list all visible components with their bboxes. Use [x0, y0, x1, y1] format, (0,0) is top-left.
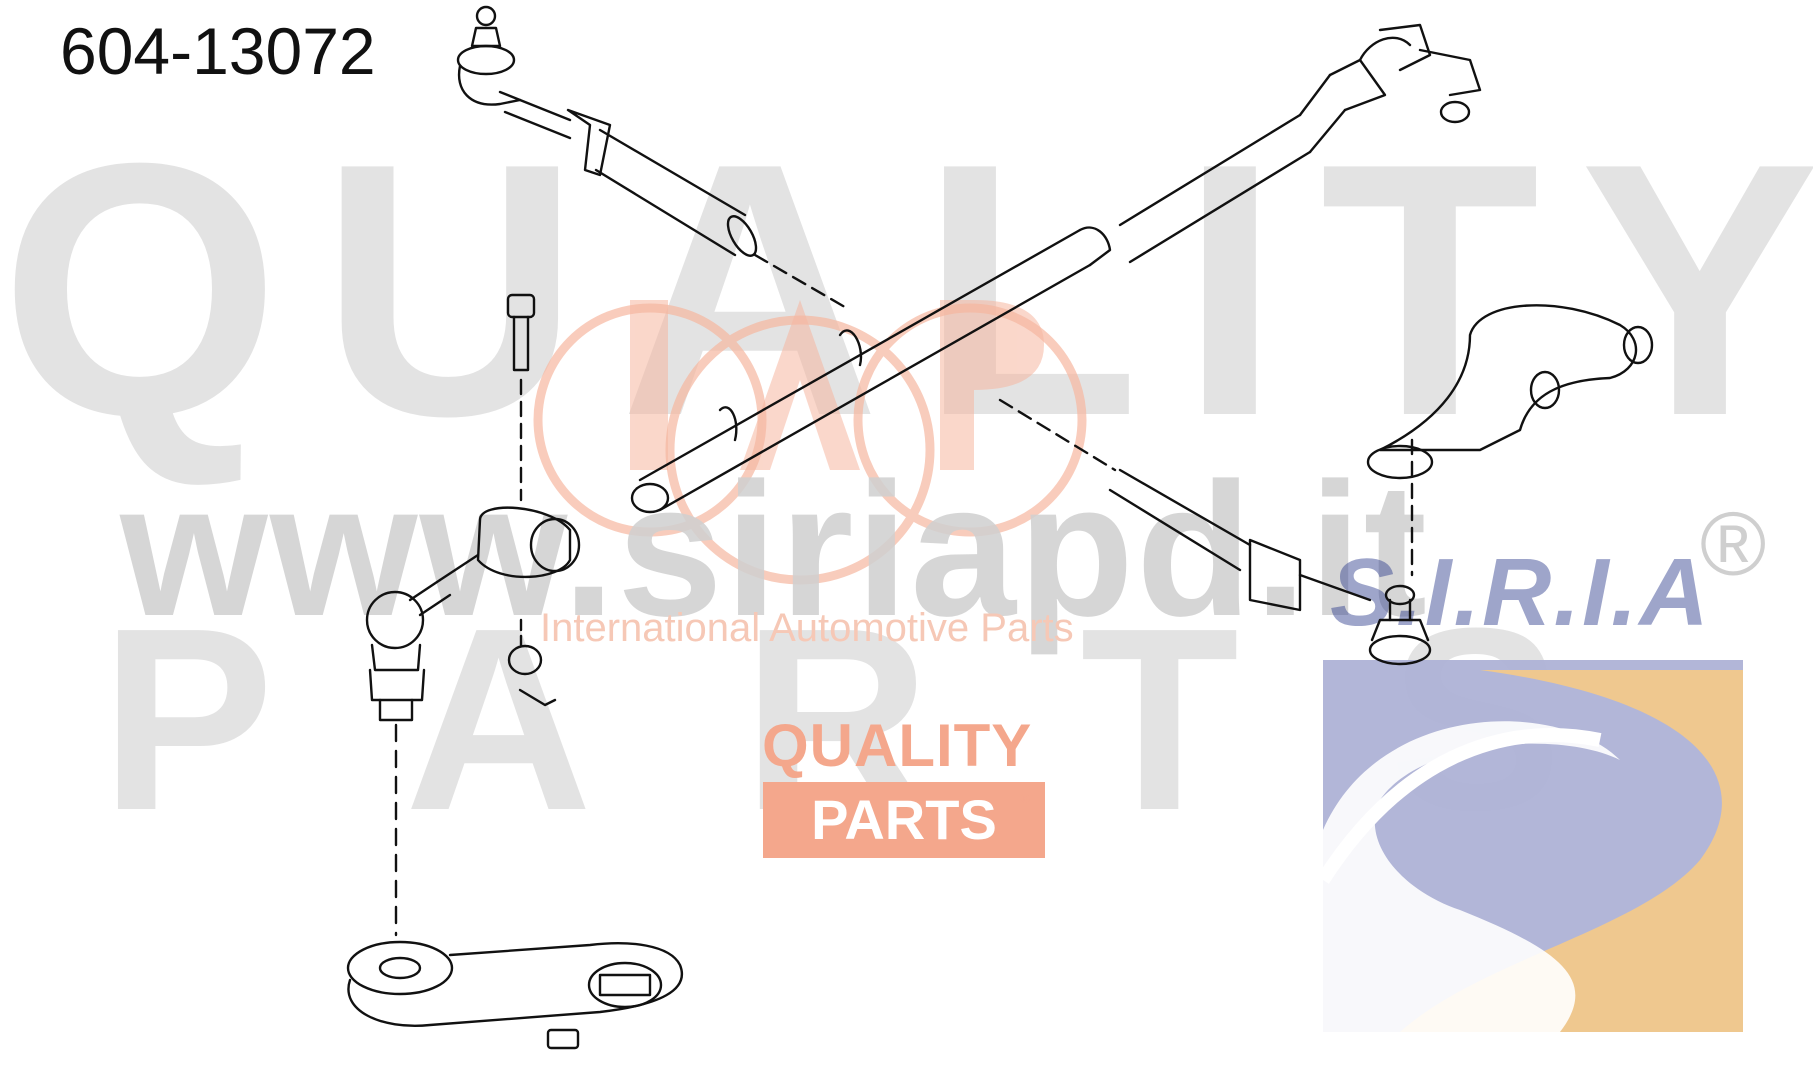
parts-registered-mark: ® — [1020, 790, 1031, 806]
siria-registered-mark: ® — [1700, 495, 1767, 595]
watermark-tagline: International Automotive Parts — [540, 606, 1074, 650]
part-number: 604-13072 — [60, 14, 376, 88]
parts-label: PARTS — [811, 788, 997, 851]
parts-badge: PARTS — [763, 782, 1045, 858]
watermark-quality: QUALITY — [0, 89, 1813, 491]
siria-logo-text: S.I.R.I.A — [1330, 539, 1711, 646]
quality-label: QUALITY — [762, 712, 1033, 779]
